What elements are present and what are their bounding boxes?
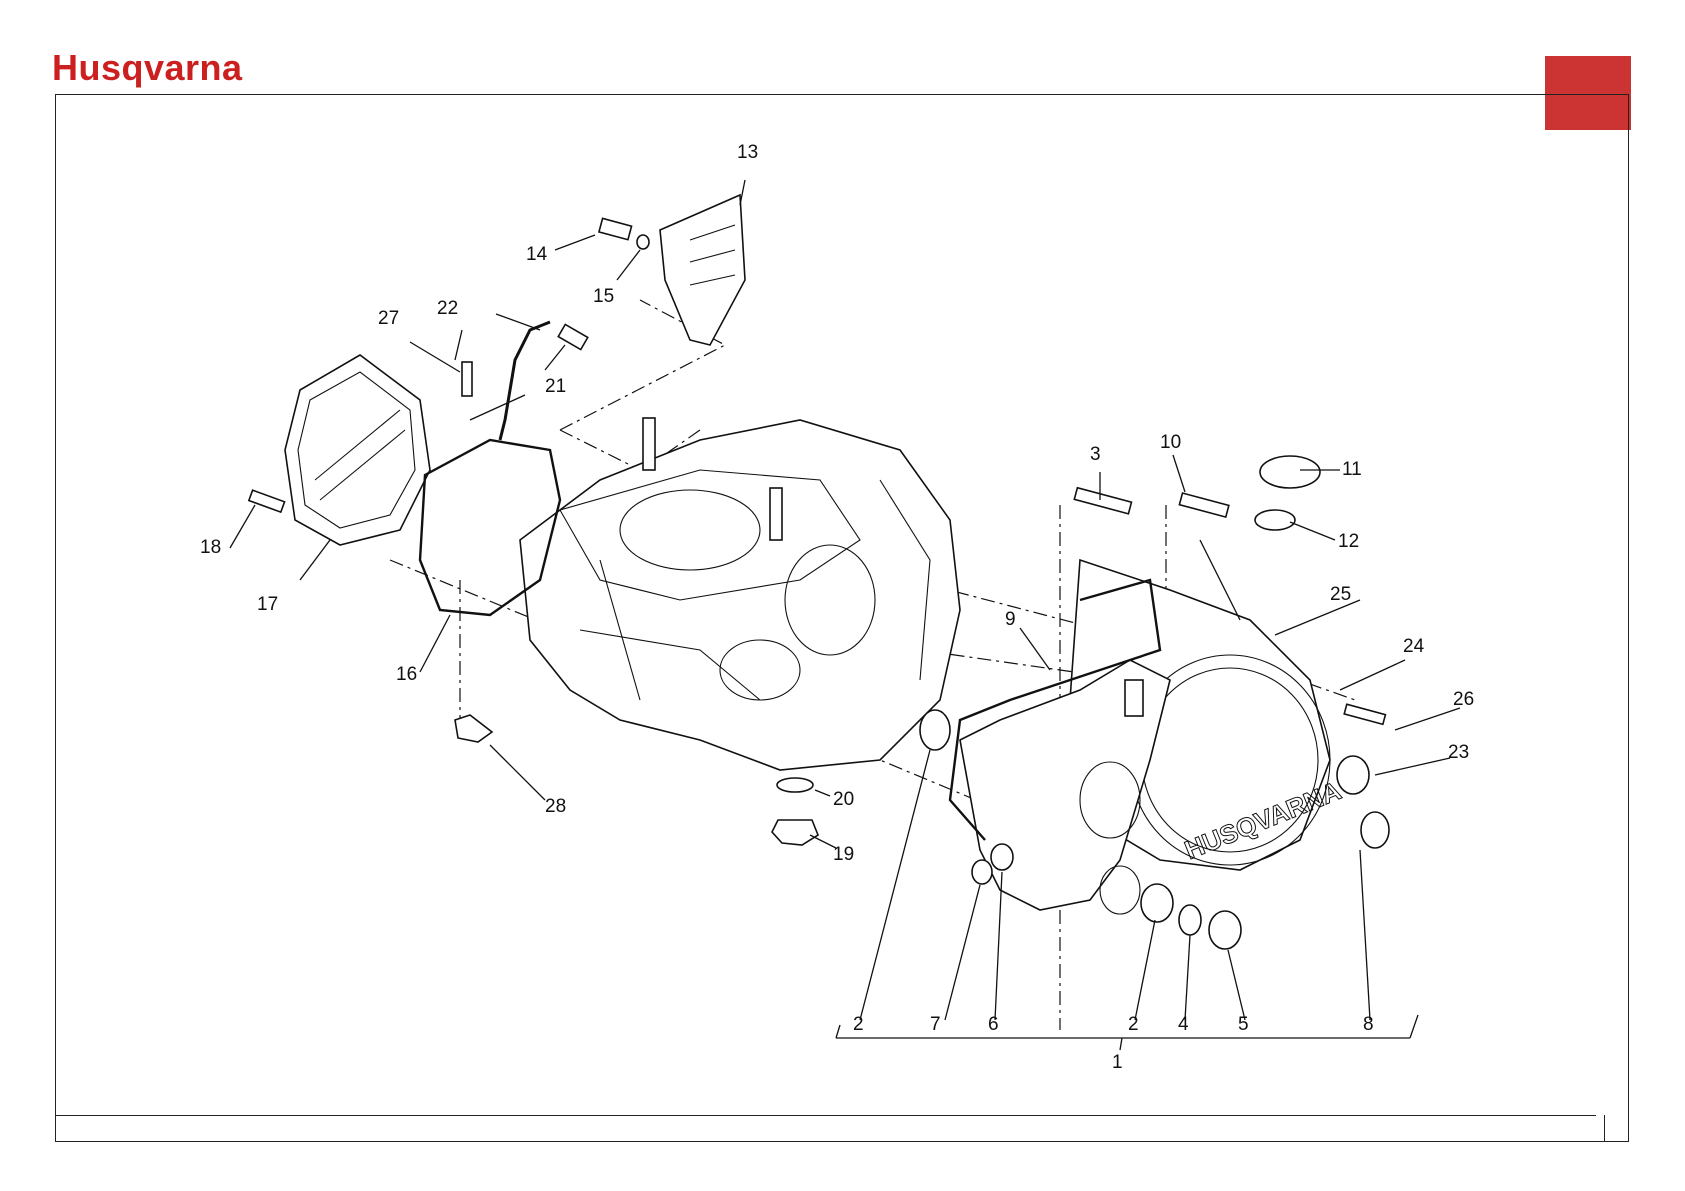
sprocket-guard [660,195,745,345]
callout-3: 3 [1090,444,1101,465]
cable [500,322,550,440]
callout-10: 10 [1160,432,1181,453]
callout-15: 15 [593,286,614,307]
callout-17: 17 [257,594,278,615]
callout-2b: 2 [1128,1014,1139,1035]
callout-24: 24 [1403,636,1425,657]
callout-21: 21 [545,376,566,397]
callout-7: 7 [930,1014,941,1035]
callout-4: 4 [1178,1014,1189,1035]
callout-19: 19 [833,844,854,865]
callout-26: 26 [1453,689,1474,710]
callout-13: 13 [737,142,758,163]
callout-18: 18 [200,537,221,558]
callout-23: 23 [1448,742,1469,763]
callout-22: 22 [437,298,458,319]
callout-5: 5 [1238,1014,1249,1035]
ignition-cover [285,355,430,545]
callout-2a: 2 [853,1014,864,1035]
callout-8: 8 [1363,1014,1374,1035]
callout-14: 14 [526,244,548,265]
callout-9: 9 [1005,609,1016,630]
crankcase [520,418,960,770]
callout-28: 28 [545,796,566,817]
callout-27: 27 [378,308,399,329]
callout-16: 16 [396,664,417,685]
callout-12: 12 [1338,531,1359,552]
callout-6: 6 [988,1014,999,1035]
callout-1: 1 [1112,1052,1123,1073]
callout-11: 11 [1342,459,1362,480]
callout-25: 25 [1330,584,1351,605]
callout-20: 20 [833,789,854,810]
